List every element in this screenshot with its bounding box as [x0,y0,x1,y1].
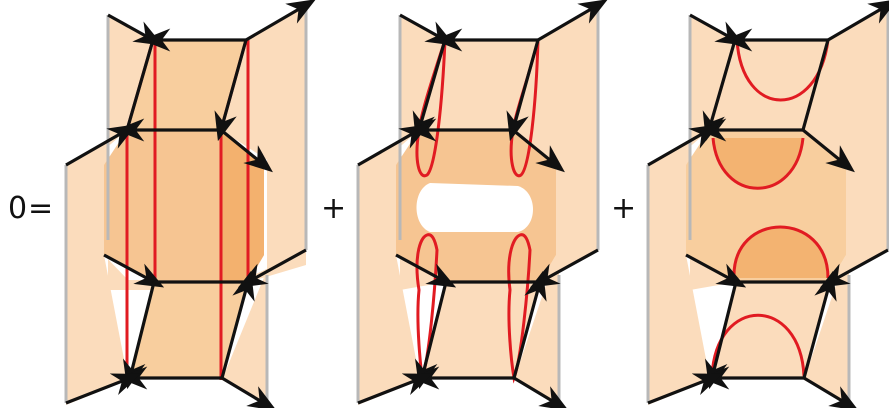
sheet-upper-left [686,15,736,290]
black-edge [802,270,837,379]
black-edge [647,373,723,405]
black-edge [529,248,599,288]
cap-fill [733,227,828,278]
black-edge [395,253,457,288]
black-edge [103,253,165,288]
black-edge [415,281,448,390]
zero-symbol: 0 [8,191,27,226]
black-edge [513,376,569,408]
plus-sign-1: + [321,191,346,226]
diagram-term-3 [646,0,889,408]
sheet-lower-left [66,130,128,405]
black-edge [647,124,719,167]
equals-sign: = [28,191,53,226]
red-cap [711,137,805,190]
sheet-lower-right [514,140,559,405]
tube-top-face [419,40,538,130]
black-edge [803,376,859,408]
sheet-upper-left [104,15,154,290]
sheet-lower-right [222,140,275,405]
black-edge [220,270,255,379]
tube-top-face [127,40,246,130]
sheet-upper-right [803,5,888,282]
sheet-upper-left [396,15,446,290]
black-edge [801,39,830,131]
sheet-lower-left [648,130,710,405]
sheet-upper-right [513,5,598,282]
black-edge [357,373,433,405]
black-edge [125,39,155,131]
sheet-lower-right [804,140,849,405]
diagram-term-1 [64,0,316,408]
sheet-lower-left [358,130,420,405]
black-edge [219,128,273,173]
black-edge [512,270,547,379]
cap-fill [714,138,803,189]
tube-bottom-face [130,282,248,378]
red-cap [710,313,806,377]
black-edge [801,128,855,173]
black-edge [537,0,608,42]
black-edge [685,253,747,288]
black-edge [827,0,889,42]
black-edge [245,0,316,42]
black-edge [237,248,307,288]
red-cap [732,225,830,279]
black-edge [65,124,137,167]
cut-hole [416,183,533,232]
diagram-term-2 [356,0,608,408]
black-edge [221,376,277,408]
black-edge [506,39,540,142]
black-edge [705,281,738,390]
black-edge [412,39,447,142]
black-edge [819,248,889,288]
black-edge [123,281,156,390]
black-edge [65,373,141,405]
black-edge [702,39,737,142]
black-edge [511,128,565,173]
black-edge [357,124,429,167]
plus-sign-2: + [611,191,636,226]
tube-top-face [709,40,828,130]
black-edge [214,39,248,142]
